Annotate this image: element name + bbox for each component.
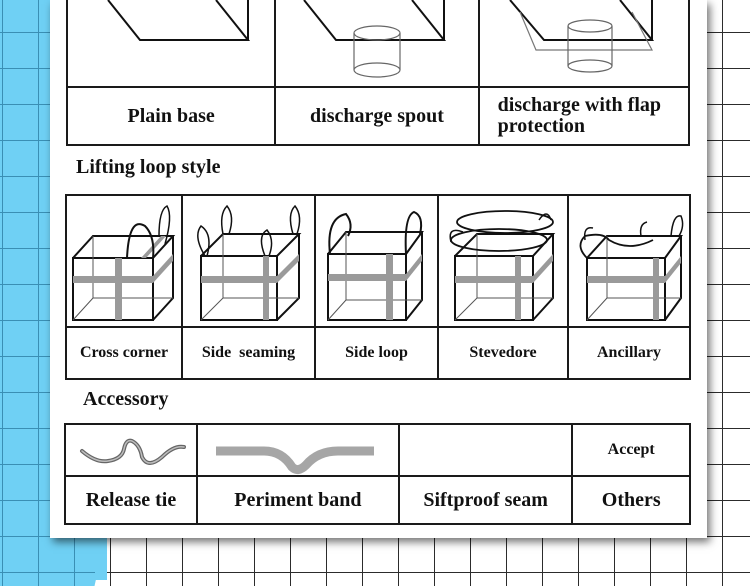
ancillary-figure <box>567 194 691 328</box>
plain-base-figure <box>65 0 277 88</box>
cross-corner-label: Cross corner <box>65 326 183 380</box>
accessory-table: Accept Release tie Periment band Siftpro… <box>64 423 691 525</box>
plain-base-label: Plain base <box>65 86 277 146</box>
stevedore-figure <box>437 194 569 328</box>
lifting-loop-title: Lifting loop style <box>76 156 221 178</box>
accessory-title: Accessory <box>83 388 169 410</box>
lifting-loop-table: Cross corner Side seaming Side loop Stev… <box>65 194 691 380</box>
ancillary-label: Ancillary <box>567 326 691 380</box>
side-seaming-label: Side seaming <box>181 326 316 380</box>
release-tie-label: Release tie <box>64 475 198 525</box>
stevedore-label: Stevedore <box>437 326 569 380</box>
periment-band-label: Periment band <box>195 475 400 525</box>
discharge-spout-figure <box>274 0 480 88</box>
siftproof-seam-figure <box>397 423 574 477</box>
discharge-spout-label: discharge spout <box>274 86 480 146</box>
siftproof-seam-label: Siftproof seam <box>397 475 574 525</box>
side-loop-label: Side loop <box>314 326 439 380</box>
spec-sheet: Plain base discharge spout discharge wit… <box>50 0 707 538</box>
cross-corner-figure <box>65 194 183 328</box>
periment-band-figure <box>195 423 400 477</box>
base-style-table: Plain base discharge spout discharge wit… <box>65 0 691 146</box>
release-tie-figure <box>64 423 198 477</box>
side-loop-figure <box>314 194 439 328</box>
flap-protection-label: discharge with flap protection <box>477 86 691 146</box>
accept-label: Accept <box>571 423 691 477</box>
side-seaming-figure <box>181 194 316 328</box>
others-label: Others <box>571 475 691 525</box>
flap-protection-figure <box>477 0 691 88</box>
